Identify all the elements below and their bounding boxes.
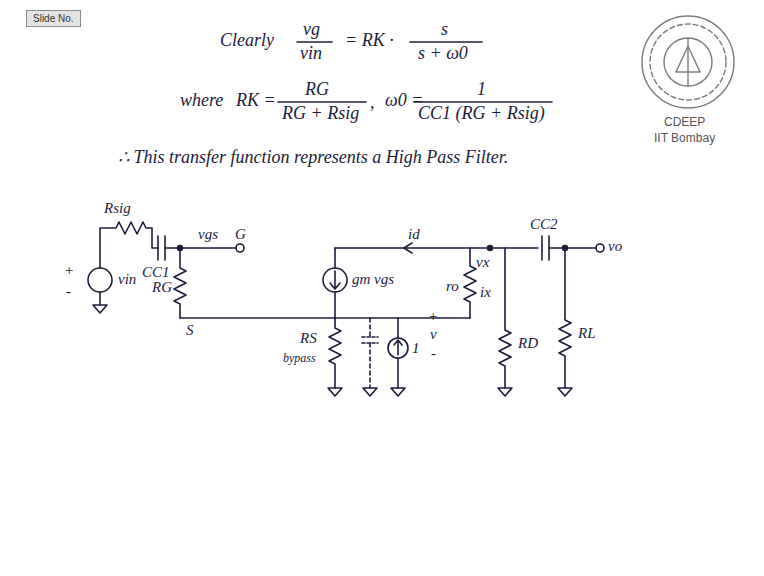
resistor-symbol [329, 318, 341, 388]
capacitor-symbol [541, 236, 543, 260]
circuit-label: RS [300, 330, 317, 347]
wire [335, 247, 538, 249]
circuit-label: RL [578, 325, 596, 342]
circuit-label: id [408, 226, 420, 243]
resistor-symbol [559, 248, 571, 388]
circuit-label: - [66, 283, 71, 300]
equation-text: s + ω0 [418, 44, 468, 64]
fraction-bar [414, 101, 552, 103]
circuit-label: + [428, 308, 438, 325]
logo-text: IIT Bombay [654, 132, 715, 145]
circuit-label: gm vgs [352, 271, 394, 288]
circuit-label: RD [518, 335, 538, 352]
ground-symbol [391, 388, 405, 396]
equation-text: vg [303, 20, 320, 40]
current-arrow [394, 340, 402, 355]
slide-number-box: Slide No. [26, 10, 81, 27]
circuit-label: ix [480, 284, 491, 301]
circuit-label: - [431, 345, 436, 362]
capacitor-symbol [362, 336, 378, 338]
equation-text: RG [305, 80, 329, 100]
resistor-symbol [100, 222, 158, 268]
equation-text: where [180, 91, 223, 111]
junction-dot [563, 246, 568, 251]
equation-text: = RK · [345, 31, 394, 51]
logo-text: CDEEP [664, 116, 705, 129]
fraction-bar [278, 101, 366, 103]
circuit-label: 1 [412, 340, 420, 357]
ground-symbol [363, 388, 377, 396]
circuit-label: CC1 [142, 264, 170, 281]
circuit-label: v [430, 326, 437, 343]
ground-symbol [558, 388, 572, 396]
circuit-label: Rsig [104, 200, 131, 217]
circuit-label: vx [476, 254, 489, 271]
equation-text: ω0 = [385, 91, 423, 111]
resistor-symbol [499, 248, 511, 388]
wire [99, 292, 101, 305]
circuit-label: bypass [283, 352, 316, 365]
equation-text: , [370, 93, 375, 113]
junction-dot [488, 246, 493, 251]
current-source [323, 268, 347, 292]
terminal [596, 244, 604, 252]
equation-text: RK = [236, 91, 276, 111]
wire [369, 318, 371, 388]
circuit-label: G [235, 226, 246, 243]
circuit-label: + [64, 262, 74, 279]
equation-text: RG + Rsig [282, 104, 359, 124]
box-text: Slide No. [33, 13, 74, 24]
circuit-label: vo [608, 238, 622, 255]
equation-text: ∴ This transfer function represents a Hi… [118, 148, 508, 168]
wire [397, 318, 399, 338]
equation-text: vin [300, 44, 322, 64]
equation-text: s [441, 20, 448, 40]
wire [397, 358, 399, 388]
circuit-label: vin [118, 271, 136, 288]
fraction-bar [410, 41, 482, 43]
circuit-label: vgs [198, 226, 218, 243]
wire [334, 292, 336, 318]
wire [165, 247, 236, 249]
capacitor-symbol [157, 236, 159, 260]
circuit-label: ro [446, 278, 459, 295]
resistor-symbol [174, 248, 186, 318]
ground-symbol [93, 305, 107, 313]
circuit-label: RG [152, 279, 172, 296]
ground-symbol [328, 388, 342, 396]
current-arrow [404, 243, 412, 253]
wire [334, 248, 336, 268]
ground-symbol [498, 388, 512, 396]
current-arrow [330, 271, 340, 289]
capacitor-symbol [362, 342, 378, 344]
circuit-label: CC2 [530, 216, 558, 233]
equation-text: CC1 (RG + Rsig) [418, 104, 545, 124]
logo [642, 16, 734, 108]
terminal [236, 244, 244, 252]
equation-text: Clearly [220, 31, 274, 51]
wire [180, 317, 470, 319]
wire [549, 247, 596, 249]
equation-text: 1 [477, 80, 486, 100]
resistor-symbol [464, 248, 476, 318]
test-source [388, 338, 408, 358]
voltage-source [88, 268, 112, 292]
circuit-label: S [186, 322, 194, 339]
fraction-bar [297, 41, 332, 43]
